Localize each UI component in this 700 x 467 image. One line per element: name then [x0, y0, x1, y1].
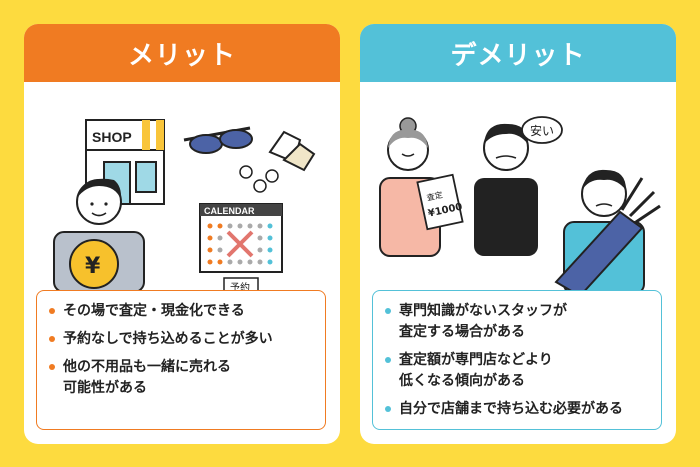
staff-person: 査定 ¥1000	[379, 117, 464, 257]
merit-list: その場で査定・現金化できる 予約なしで持ち込めることが多い 他の不用品も一緒に売…	[49, 301, 315, 399]
demerit-list-box: 専門知識がないスタッフが 査定する場合がある 査定額が専門店などより 低くなる傾…	[372, 290, 662, 430]
sunglasses-icon	[183, 126, 253, 154]
demerit-item: 専門知識がないスタッフが 査定する場合がある	[385, 301, 651, 343]
receipt-label: 査定	[426, 189, 444, 202]
demerit-header: デメリット	[360, 24, 676, 82]
merit-item: 予約なしで持ち込めることが多い	[49, 329, 315, 350]
gloves-icon	[268, 130, 316, 172]
worried-person: 安い	[474, 116, 563, 256]
person-with-money-bag: ¥	[53, 178, 145, 293]
merit-card: メリット SHOP ¥	[24, 24, 340, 444]
demerit-illustration: 査定 ¥1000 安い	[379, 116, 661, 298]
demerit-card: デメリット 査定 ¥1000 安い	[360, 24, 676, 444]
merit-item: 他の不用品も一緒に売れる 可能性がある	[49, 357, 315, 399]
golf-balls-icon	[239, 165, 279, 193]
calendar-icon: CALENDAR 予約	[199, 203, 283, 295]
merit-list-box: その場で査定・現金化できる 予約なしで持ち込めることが多い 他の不用品も一緒に売…	[36, 290, 326, 430]
demerit-list: 専門知識がないスタッフが 査定する場合がある 査定額が専門店などより 低くなる傾…	[385, 301, 651, 420]
demerit-item: 自分で店舗まで持ち込む必要がある	[385, 399, 651, 420]
speech-bubble: 安い	[530, 123, 554, 138]
shop-sign: SHOP	[92, 129, 132, 145]
golf-bag-person	[554, 169, 661, 298]
merit-illustration: SHOP ¥	[53, 119, 316, 295]
merit-header: メリット	[24, 24, 340, 82]
calendar-header: CALENDAR	[204, 206, 255, 216]
yen-icon: ¥	[85, 254, 101, 279]
merit-item: その場で査定・現金化できる	[49, 301, 315, 322]
demerit-item: 査定額が専門店などより 低くなる傾向がある	[385, 350, 651, 392]
